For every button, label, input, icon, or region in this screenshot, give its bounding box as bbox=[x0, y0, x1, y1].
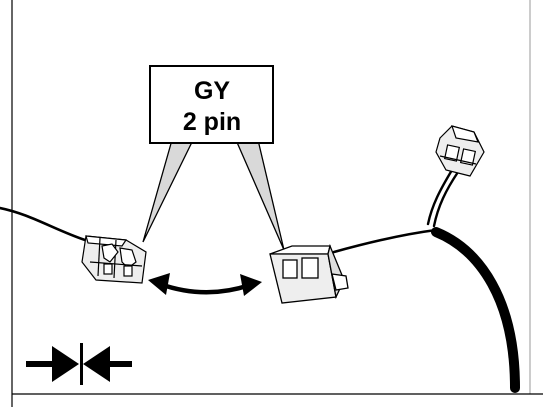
sensor-lead-wires bbox=[426, 168, 460, 228]
callout-cone-left bbox=[142, 139, 195, 243]
harness-connector bbox=[81, 235, 147, 284]
callout-cone-right bbox=[235, 139, 285, 251]
callout-pin-label: 2 pin bbox=[183, 108, 241, 136]
sensor-connector bbox=[435, 125, 485, 177]
right-harness-wire bbox=[332, 228, 438, 254]
arrows-pointing-inward-icon bbox=[26, 343, 132, 385]
double-headed-arrow-icon bbox=[148, 273, 262, 296]
component-connector bbox=[269, 243, 349, 304]
callout-color-label: GY bbox=[194, 77, 230, 105]
harness-sleeve bbox=[431, 227, 520, 393]
callout-box bbox=[149, 65, 274, 144]
frame bbox=[11, 0, 543, 407]
left-harness-wire bbox=[0, 206, 87, 242]
